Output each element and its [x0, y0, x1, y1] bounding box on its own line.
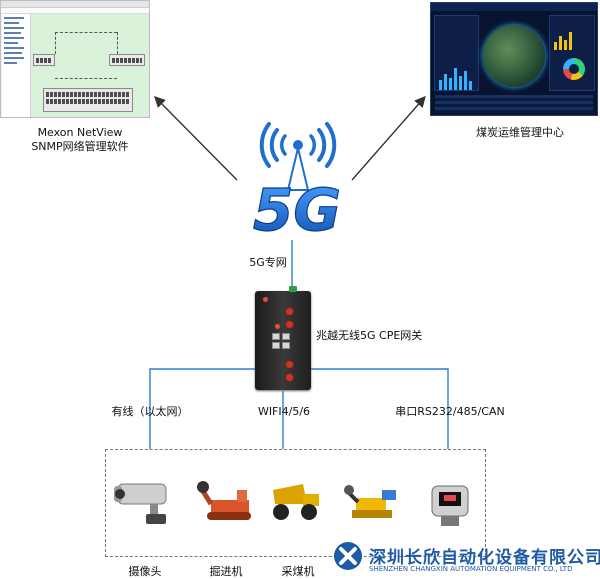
arrow-to-dashboard: [351, 95, 426, 181]
power-terminal: [289, 286, 297, 292]
ethernet-port-icon: [282, 333, 290, 340]
device-tree-panel: [2, 14, 31, 117]
window-title-bar: [1, 1, 149, 8]
arrow-to-nms: [154, 96, 238, 181]
nms-software-screenshot: [0, 0, 150, 118]
link-serial: [311, 368, 449, 449]
nms-label-line2: SNMP网络管理软件: [31, 140, 129, 153]
ethernet-port-icon: [282, 342, 290, 349]
antenna-port-icon: [286, 361, 293, 368]
globe-map: [483, 25, 545, 87]
mining-truck-icon: [273, 484, 319, 520]
dashboard-label: 煤炭运维管理中心: [476, 126, 564, 139]
ethernet-port-icon: [272, 342, 280, 349]
camera-icon: [114, 483, 167, 524]
device-label-shearer: 采煤机: [281, 565, 315, 578]
field-devices-box: [105, 449, 486, 557]
nms-label-line1: Mexon NetView: [37, 126, 123, 139]
cpe-gateway-device: [255, 286, 311, 390]
antenna-port-icon: [286, 321, 293, 328]
switch-node: [33, 54, 55, 66]
window-menu-bar: [1, 8, 149, 14]
company-name-en: SHENZHEN CHANGXIN AUTOMATION EQUIPMENT C…: [369, 565, 573, 573]
antenna-tower-icon: [286, 147, 310, 191]
network-label: 5G专网: [249, 256, 287, 269]
dashboard-table: [435, 95, 593, 113]
serial-link-label: 串口RS232/485/CAN: [395, 405, 505, 418]
device-label-roadheader: 掘进机: [209, 565, 243, 578]
donut-chart: [563, 58, 585, 80]
company-name-cn: 深圳长欣自动化设备有限公司: [369, 548, 600, 568]
5g-emblem: 5G: [252, 122, 342, 245]
antenna-port-icon: [286, 374, 293, 381]
company-watermark: 深圳长欣自动化设备有限公司 SHENZHEN CHANGXIN AUTOMATI…: [333, 531, 600, 579]
dashboard-header: [431, 3, 597, 11]
gateway-label: 兆越无线5G CPE网关: [316, 329, 423, 342]
antenna-port-icon: [286, 308, 293, 315]
wifi-link-label: WIFI4/5/6: [257, 405, 311, 418]
signal-waves-icon: [259, 122, 337, 168]
link-wired: [149, 368, 255, 449]
shearer-icon: [344, 485, 396, 518]
dashboard-left-panel: [434, 15, 479, 91]
ethernet-port-icon: [272, 333, 280, 340]
topology-canvas: [31, 14, 149, 117]
device-label-camera: 摄像头: [128, 565, 162, 578]
sensor-icon: [431, 485, 469, 526]
roadheader-icon: [197, 481, 251, 520]
switch-node: [43, 88, 133, 112]
switch-node: [109, 54, 145, 66]
company-logo-icon: [334, 542, 362, 570]
wired-link-label: 有线（以太网）: [111, 405, 189, 418]
5g-text: 5G: [253, 176, 341, 244]
ops-dashboard-screenshot: [430, 2, 598, 116]
